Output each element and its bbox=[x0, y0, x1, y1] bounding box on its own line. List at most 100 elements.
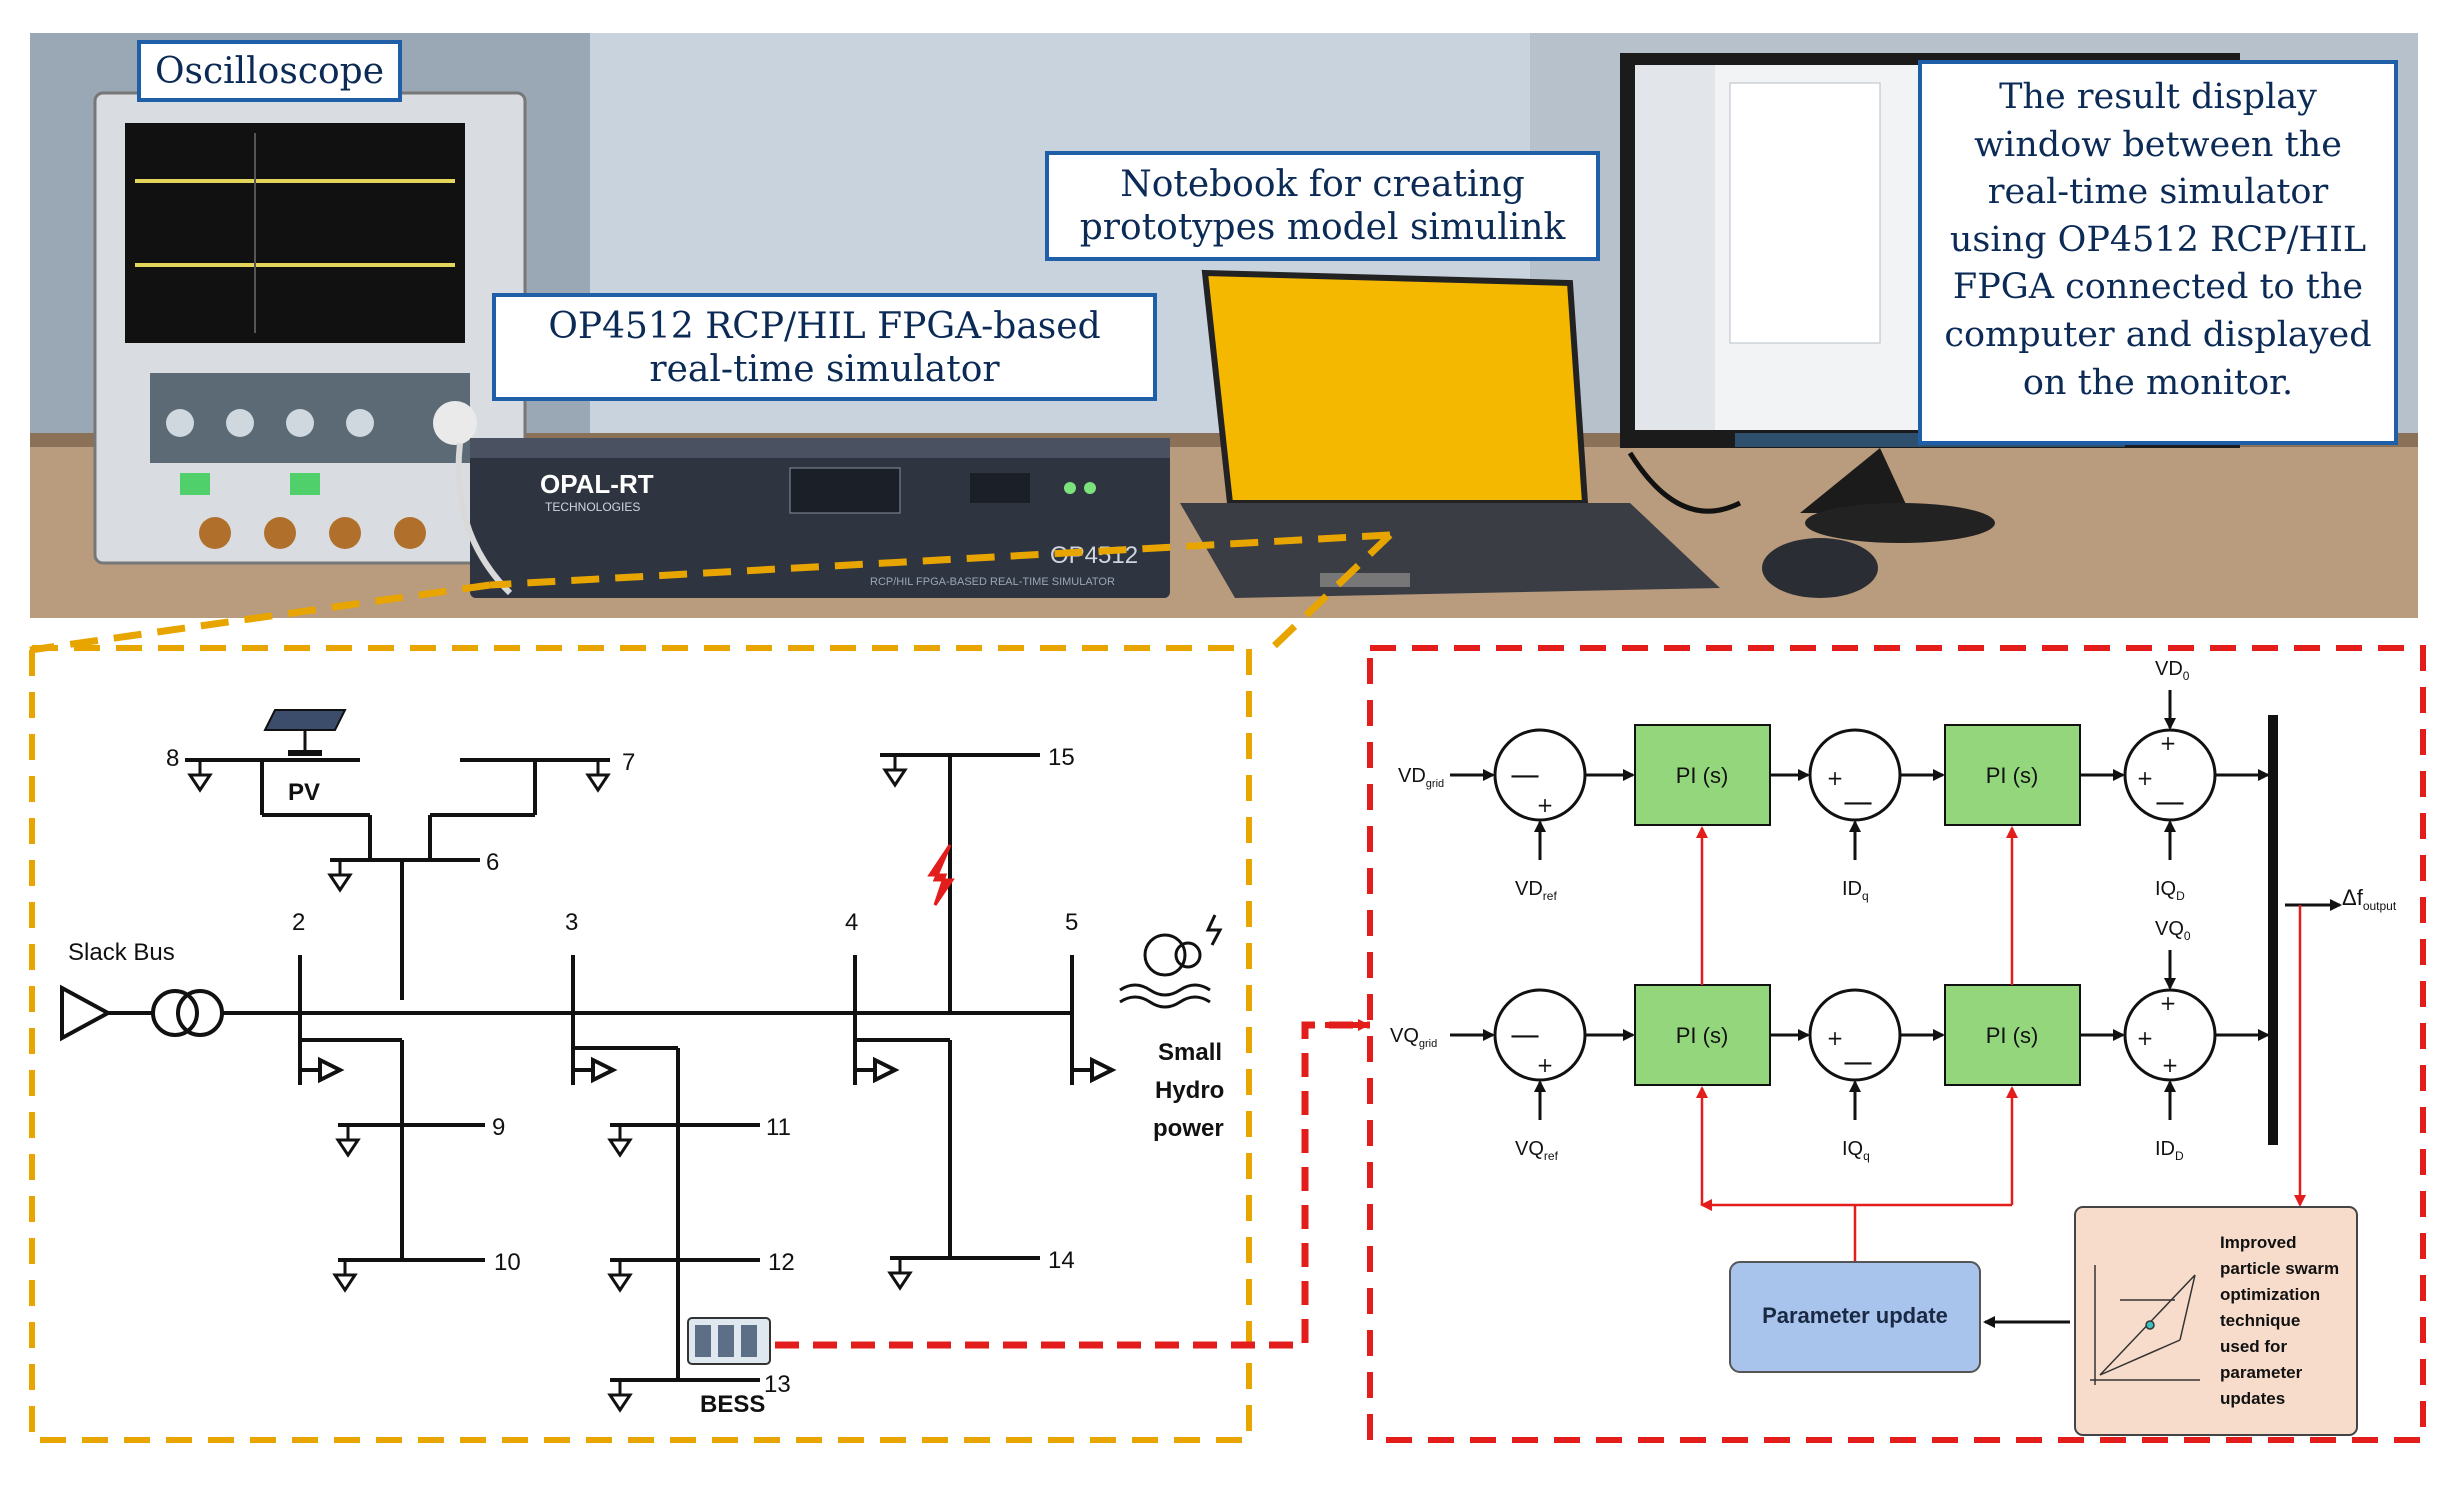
grid-frame bbox=[29, 645, 1252, 1443]
delta-f-output-label: Δfoutput bbox=[2342, 885, 2397, 913]
bus-15-label: 15 bbox=[1048, 744, 1075, 771]
fault-lightning-icon bbox=[927, 844, 955, 906]
svg-text:+: + bbox=[2162, 1053, 2179, 1077]
iq-q-label-bottom: IQq bbox=[1842, 1138, 1870, 1163]
vd-grid-label: VDgrid bbox=[1398, 765, 1444, 790]
op-model-text: OP4512 bbox=[1050, 542, 1138, 569]
opal-brand-text: OPAL-RT bbox=[540, 469, 654, 499]
display-label-line2: window between the bbox=[1974, 124, 2342, 165]
pi-block-vd-1 bbox=[1634, 724, 1771, 826]
oscilloscope-callout: Oscilloscope bbox=[137, 40, 402, 102]
bus-7-label: 7 bbox=[622, 749, 635, 776]
sum-junction-vd-2 bbox=[1808, 728, 1902, 822]
svg-text:+: + bbox=[2160, 731, 2177, 755]
svg-text:+: + bbox=[1537, 793, 1554, 817]
vq-0-label: VQ0 bbox=[2155, 918, 2191, 943]
pi-label-vq-1: PI (s) bbox=[1676, 1023, 1729, 1048]
simulator-label-line2: real-time simulator bbox=[649, 349, 1000, 391]
display-label-line7: on the monitor. bbox=[2022, 362, 2294, 403]
sum-junction-vd-3 bbox=[2123, 728, 2217, 822]
pi-label-vq-2: PI (s) bbox=[1986, 1023, 2039, 1048]
bus-6-label: 6 bbox=[486, 849, 499, 876]
bess-to-control-link bbox=[775, 1021, 1370, 1349]
op-desc-text: RCP/HIL FPGA-BASED REAL-TIME SIMULATOR bbox=[870, 576, 1115, 588]
pso-block bbox=[2074, 1206, 2358, 1436]
bus-3-label: 3 bbox=[565, 909, 578, 936]
bess-label: BESS bbox=[700, 1391, 765, 1418]
svg-text:—: — bbox=[1843, 1045, 1873, 1080]
parameter-update-label: Parameter update bbox=[1762, 1303, 1948, 1328]
pv-label: PV bbox=[288, 779, 320, 806]
pso-line-7: updates bbox=[2220, 1389, 2285, 1408]
pso-line-4: technique bbox=[2220, 1311, 2300, 1330]
svg-text:+: + bbox=[2137, 1026, 2154, 1050]
sum-junction-vq-1 bbox=[1493, 988, 1587, 1082]
pso-line-1: Improved bbox=[2220, 1233, 2297, 1252]
notebook-label-line1: Notebook for creating bbox=[1120, 164, 1525, 205]
op4512-simulator-device: OPAL-RT TECHNOLOGIES OP4512 RCP/HIL FPGA… bbox=[470, 438, 1170, 598]
display-label-line1: The result display bbox=[1999, 77, 2317, 117]
bus-11-label: 11 bbox=[766, 1114, 791, 1141]
notebook-callout: Notebook for creating prototypes model s… bbox=[1045, 151, 1600, 261]
display-label-line3: real-time simulator bbox=[1987, 172, 2329, 213]
collector-bar bbox=[2268, 715, 2278, 1145]
simulator-label-line1: OP4512 RCP/HIL FPGA-based bbox=[548, 306, 1101, 347]
svg-text:—: — bbox=[1843, 785, 1873, 820]
svg-text:—: — bbox=[1510, 1018, 1540, 1053]
grid-diagram bbox=[60, 753, 1117, 1382]
opal-sub-text: TECHNOLOGIES bbox=[545, 500, 640, 514]
hydro-label-line3: power bbox=[1153, 1115, 1224, 1142]
pi-label-vd-1: PI (s) bbox=[1676, 763, 1729, 788]
pso-line-3: optimization bbox=[2220, 1285, 2320, 1304]
lab-setup-photo: OPAL-RT TECHNOLOGIES OP4512 RCP/HIL FPGA… bbox=[30, 33, 2418, 618]
svg-text:+: + bbox=[1827, 1026, 1844, 1050]
bess-icon bbox=[687, 1317, 771, 1365]
bus-4-label: 4 bbox=[845, 909, 858, 936]
bus-13-label: 13 bbox=[764, 1371, 791, 1398]
pi-label-vd-2: PI (s) bbox=[1986, 763, 2039, 788]
display-callout: The result display window between the re… bbox=[1918, 60, 2398, 445]
pso-text-group: Improved particle swarm optimization tec… bbox=[2220, 1233, 2339, 1408]
display-label-line4: using OP4512 RCP/HIL bbox=[1949, 219, 2367, 260]
pv-panel-icon bbox=[263, 709, 347, 756]
bus-14-label: 14 bbox=[1048, 1247, 1075, 1274]
control-diagram: PI (s) PI (s) PI (s) PI (s) —+ +— ++— —+… bbox=[1390, 658, 2397, 1436]
svg-text:+: + bbox=[2160, 991, 2177, 1015]
sum-junction-vq-3 bbox=[2123, 988, 2217, 1082]
pso-line-2: particle swarm bbox=[2220, 1259, 2339, 1278]
mouse bbox=[1762, 538, 1878, 598]
svg-text:+: + bbox=[1537, 1053, 1554, 1077]
pso-line-5: used for bbox=[2220, 1337, 2287, 1356]
oscilloscope-device bbox=[93, 91, 527, 565]
id-q-label-top: IDq bbox=[1842, 878, 1869, 903]
svg-text:—: — bbox=[2155, 785, 2185, 820]
hydro-turbine-icon bbox=[1119, 914, 1223, 1009]
pi-block-vq-1 bbox=[1634, 984, 1771, 1086]
simulator-callout: OP4512 RCP/HIL FPGA-based real-time simu… bbox=[492, 293, 1157, 401]
pso-vector-graphic bbox=[2090, 1265, 2200, 1385]
hydro-label-line1: Small bbox=[1158, 1039, 1222, 1066]
bus-10-label: 10 bbox=[494, 1249, 521, 1276]
hydro-label-line2: Hydro bbox=[1155, 1077, 1224, 1104]
control-frame bbox=[1367, 645, 2426, 1443]
display-label-line5: FPGA connected to the bbox=[1952, 267, 2364, 308]
svg-text:+: + bbox=[1827, 766, 1844, 790]
parameter-update-block bbox=[1729, 1261, 1981, 1373]
bus-2-label: 2 bbox=[292, 909, 305, 936]
oscilloscope-label: Oscilloscope bbox=[154, 51, 385, 92]
sum-junction-vq-2 bbox=[1808, 988, 1902, 1082]
vd-0-label: VD0 bbox=[2155, 658, 2190, 683]
notebook-label-line2: prototypes model simulink bbox=[1079, 207, 1566, 249]
bus-8-label: 8 bbox=[166, 745, 179, 772]
vd-ref-label: VDref bbox=[1515, 878, 1557, 903]
pi-block-vq-2 bbox=[1944, 984, 2081, 1086]
ground-symbols bbox=[187, 755, 913, 1413]
bus-12-label: 12 bbox=[768, 1249, 795, 1276]
pso-line-6: parameter bbox=[2220, 1363, 2303, 1382]
pi-block-vd-2 bbox=[1944, 724, 2081, 826]
iq-d-label: IQD bbox=[2155, 878, 2185, 903]
vq-grid-label: VQgrid bbox=[1390, 1025, 1437, 1050]
id-d-label: IDD bbox=[2155, 1138, 2184, 1163]
bus-9-label: 9 bbox=[492, 1114, 505, 1141]
bus-5-label: 5 bbox=[1065, 909, 1078, 936]
